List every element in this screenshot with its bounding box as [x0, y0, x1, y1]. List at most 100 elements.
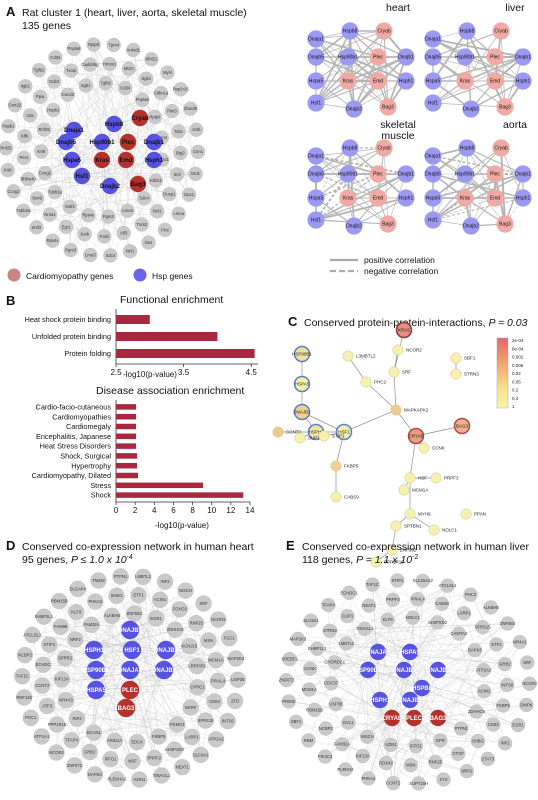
gene-node — [380, 612, 395, 627]
supt16h-node — [294, 432, 306, 444]
ccnk-node — [418, 442, 430, 454]
gene-label: PRIM2 — [282, 699, 295, 704]
panel-e-title: Conserved co-expression network in human… — [302, 541, 530, 553]
edge — [127, 141, 158, 212]
gene-node — [192, 746, 209, 764]
edge — [61, 595, 139, 680]
hsph1-label: Hsph1 — [399, 196, 414, 202]
gene-node — [48, 744, 65, 761]
ccnt2-label: CCNT2 — [286, 430, 301, 435]
gene-label: SRF — [523, 660, 532, 665]
category-label: Cardio-facio-cutaneous — [36, 403, 112, 412]
gene-node — [68, 603, 85, 621]
gene-label: CHORDC1 — [324, 660, 345, 665]
edge — [347, 616, 369, 671]
gene-label: CCNK — [304, 666, 316, 671]
gene-label: RBM — [304, 738, 314, 743]
gene-label: Ankrd1 — [155, 157, 169, 162]
gene-node — [108, 771, 126, 788]
gene-label: CDC37 — [324, 681, 338, 686]
correlation-edge — [315, 30, 385, 104]
gene-node — [496, 698, 511, 713]
edge — [101, 83, 106, 143]
gene-label: Hmox1 — [103, 61, 117, 66]
dnajb5-label: Dnajb5 — [425, 55, 441, 61]
gene-node — [170, 167, 185, 182]
edge — [89, 576, 121, 753]
gene-node — [171, 124, 186, 139]
hsp90b1-label: Hsp90b1 — [89, 140, 115, 146]
edge — [24, 136, 129, 143]
hsp90b1-label: Hsp90b1 — [338, 172, 358, 178]
edge — [41, 151, 131, 252]
plec-label: Plec — [490, 172, 500, 178]
emd-node — [486, 72, 504, 90]
gene-node — [0, 141, 14, 156]
correlation-edge — [432, 30, 468, 82]
gene-label: DVL1 — [343, 720, 354, 725]
emd-label: Emd — [373, 196, 384, 202]
edge — [65, 576, 144, 701]
gene-node — [188, 166, 203, 181]
edge — [143, 576, 159, 737]
dnaja1-label: DNAJA1 — [366, 650, 391, 656]
l3mbtl2-label: L3MBTL2 — [356, 354, 376, 359]
gene-node — [181, 187, 197, 202]
gene-label: LRRFIP2 — [188, 663, 206, 668]
emd-label: Emd — [490, 196, 501, 202]
gene-label: NCOR2 — [522, 681, 537, 686]
edge — [403, 623, 508, 671]
hspa5-label: Hspa5 — [309, 196, 324, 202]
bar-hypertrophy — [116, 462, 138, 469]
gene-label: Hspb1 — [47, 107, 60, 112]
gene-node — [428, 754, 443, 770]
gene-node — [522, 676, 537, 691]
hsf1-label: HSF1 — [338, 430, 350, 435]
cardiomyopathy-legend-label: Cardiomyopathy genes — [26, 271, 113, 281]
edge — [110, 159, 127, 256]
dnajb2-node — [462, 100, 480, 118]
gene-label: CLIP1 — [342, 613, 354, 618]
ppan-label: PPAN — [474, 512, 486, 517]
gene-node — [16, 646, 34, 664]
dnajb1-label: Dnajb1 — [398, 55, 414, 61]
edge — [120, 576, 167, 651]
tissue-title: heart — [386, 2, 410, 14]
edge — [391, 717, 441, 741]
hspb8-node — [341, 22, 359, 40]
gene-node — [131, 771, 148, 788]
gene-node — [189, 122, 204, 137]
edge — [71, 159, 179, 214]
cardiomyopathy-legend-dot — [7, 268, 21, 282]
gene-node — [31, 62, 47, 78]
gene-node — [173, 82, 188, 97]
gene-label: Cd34 — [120, 86, 131, 91]
cryab-label: CRYAB — [382, 716, 403, 722]
edge — [25, 86, 131, 252]
correlation-edge — [432, 38, 524, 58]
gene-node — [301, 733, 316, 748]
hspb8-label: Hspb8 — [460, 146, 475, 152]
gene-label: NKRF — [185, 705, 197, 710]
gene-node — [360, 729, 375, 744]
gene-label: IFFO1 — [410, 744, 423, 749]
gene-label: SHBG — [472, 738, 484, 743]
tick-label: 4 — [152, 506, 157, 515]
cryab-label: Cryab — [494, 29, 508, 35]
correlation-edge — [349, 30, 379, 82]
bag3-node — [453, 417, 471, 435]
hsph1-node — [145, 151, 163, 169]
edge — [24, 588, 78, 656]
gene-label: ZYX — [439, 777, 447, 782]
gene-label: PPIAL4 — [411, 597, 426, 602]
gene-label: FAM32A — [334, 742, 350, 747]
gene-label: INTS6 — [501, 682, 514, 687]
edge — [36, 99, 143, 199]
hspb8-label: Hspb8 — [105, 122, 124, 128]
gene-label: Per1 — [19, 155, 29, 160]
gene-node — [357, 621, 372, 636]
gene-node — [34, 677, 51, 694]
bag3-node — [116, 698, 136, 718]
hsp90b1-node — [293, 345, 311, 363]
